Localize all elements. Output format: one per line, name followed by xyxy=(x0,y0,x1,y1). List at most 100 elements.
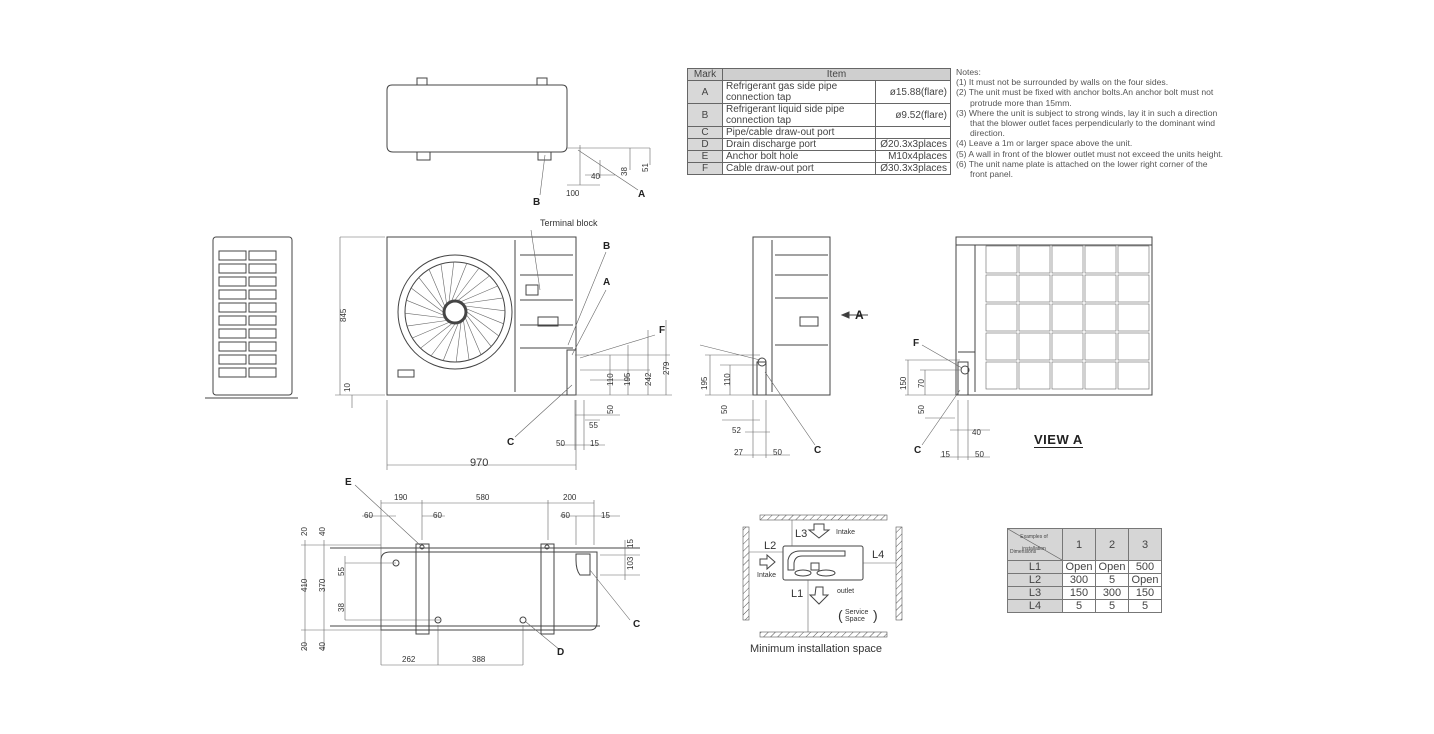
fan-guard-wire xyxy=(430,323,456,357)
grille-slot xyxy=(218,276,247,287)
dim-label: 60 xyxy=(561,511,570,520)
dim-label: 242 xyxy=(644,372,653,386)
callout-b: B xyxy=(603,241,610,252)
dim-label: 110 xyxy=(723,373,732,386)
fan-guard-wire xyxy=(455,322,462,363)
callout-b: B xyxy=(533,197,540,208)
grille-slot xyxy=(218,315,247,326)
grille-slot xyxy=(248,250,277,261)
terminal-block-label: Terminal block xyxy=(540,218,598,228)
dim-label: 580 xyxy=(476,493,490,502)
dim-label: 262 xyxy=(402,655,416,664)
column-header: 2 xyxy=(1095,528,1129,561)
dim-label: 100 xyxy=(566,189,580,198)
coil-grid-cell xyxy=(1018,274,1051,303)
dim-label: 55 xyxy=(337,567,346,576)
fan-guard-wire xyxy=(463,320,470,361)
coil-grid-cell xyxy=(1018,303,1051,332)
callout-c: C xyxy=(814,445,821,456)
fan-guard-wire xyxy=(406,320,447,327)
coil-grid-cell xyxy=(1051,274,1084,303)
view-a-title: VIEW A xyxy=(1034,432,1083,448)
dim-label: 38 xyxy=(620,167,629,176)
dim-label: 195 xyxy=(623,372,632,386)
l1-label: L1 xyxy=(791,588,803,600)
dim-label: 60 xyxy=(364,511,373,520)
grille-slot xyxy=(218,250,247,261)
grille-slot xyxy=(248,289,277,300)
right-side-view: A C 195 110 50 52 27 50 xyxy=(699,236,868,458)
notes-title: Notes: xyxy=(956,67,981,77)
coil-grid-cell xyxy=(1051,303,1084,332)
grille-slot xyxy=(248,302,277,313)
fan-guard-wire xyxy=(410,287,444,313)
fan-guard-wire xyxy=(451,263,468,301)
dim-label: 15 xyxy=(626,539,635,548)
dim-label: 103 xyxy=(626,556,635,570)
service-label: Service xyxy=(845,609,868,616)
callout-e: E xyxy=(345,477,352,488)
coil-grid-cell xyxy=(1084,332,1117,361)
coil-grid-cell xyxy=(1051,332,1084,361)
dim-label: 50 xyxy=(773,448,782,457)
callout-d: D xyxy=(557,647,564,658)
svg-text:(: ( xyxy=(838,607,843,623)
grille-slot xyxy=(218,354,247,365)
coil-grid-cell xyxy=(1018,361,1051,390)
dim-label: 51 xyxy=(641,163,650,172)
dim-label: 20 xyxy=(300,642,309,651)
front-view: Terminal block B A F C 845 10 970 110 19… xyxy=(335,218,672,470)
coil-grid-cell xyxy=(1051,361,1084,390)
coil-grid-cell xyxy=(1051,245,1084,274)
dim-label: 195 xyxy=(700,376,709,390)
dim-label: 50 xyxy=(606,405,615,414)
grille-slot xyxy=(248,354,277,365)
coil-grid-cell xyxy=(1084,245,1117,274)
coil-grid-cell xyxy=(985,303,1018,332)
l3-label: L3 xyxy=(795,528,807,540)
dim-label: 15 xyxy=(941,450,950,459)
coil-grid-cell xyxy=(985,332,1018,361)
dimension-table: Examples of installation Dimensions 1 2 … xyxy=(1007,528,1162,613)
grille-slot xyxy=(248,263,277,274)
dim-label: 40 xyxy=(318,527,327,536)
coil-grid-cell xyxy=(985,274,1018,303)
dim-label: 70 xyxy=(917,379,926,388)
view-a: F C 150 70 50 40 15 50 xyxy=(899,236,1153,460)
dim-label: 10 xyxy=(343,383,352,392)
fan-guard-wire xyxy=(466,308,504,325)
callout-c: C xyxy=(507,437,514,448)
coil-grid-cell xyxy=(985,361,1018,390)
grille-slot xyxy=(218,289,247,300)
callout-a: A xyxy=(638,189,645,200)
coil-grid-cell xyxy=(1117,245,1150,274)
coil-grid-cell xyxy=(1084,274,1117,303)
corner-cell: Examples of installation Dimensions xyxy=(1007,528,1063,561)
dim-label: 190 xyxy=(394,493,408,502)
dim-label: 15 xyxy=(601,511,610,520)
note-item: (4) Leave a 1m or larger space above the… xyxy=(956,138,1133,149)
fan-guard-wire xyxy=(466,311,500,337)
dim-label: 52 xyxy=(732,426,741,435)
coil-grid-cell xyxy=(985,245,1018,274)
dim-label: 110 xyxy=(606,373,615,386)
grille-slot xyxy=(248,328,277,339)
dim-label: 970 xyxy=(470,457,488,469)
dim-label: 40 xyxy=(318,642,327,651)
callout-c: C xyxy=(914,445,921,456)
coil-grid-cell xyxy=(1018,245,1051,274)
top-view: B A 100 40 38 51 xyxy=(386,77,651,208)
intake-top-label: Intake xyxy=(836,529,855,536)
coil-grid-cell xyxy=(1117,274,1150,303)
dim-label: 50 xyxy=(917,405,926,414)
grille-slot xyxy=(248,341,277,352)
grille-slot xyxy=(218,328,247,339)
intake-left-label: Intake xyxy=(757,572,776,579)
